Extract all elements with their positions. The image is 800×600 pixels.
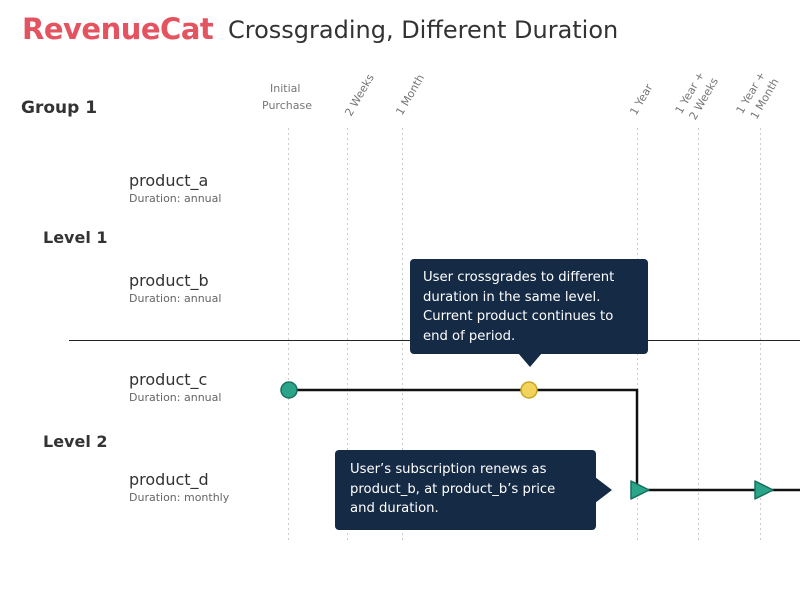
renewal-callout: User’s subscription renews as product_b,… [335,450,596,530]
tick-label-1-month: 1 Month [393,72,427,117]
tick-label-initial-purchase: Initial Purchase [262,82,312,112]
tick-label-1-year-1-month: 1 Year + 1 Month [734,66,783,123]
subscription-path [289,388,800,492]
product-name: product_d [129,470,209,489]
level-label-2: Level 2 [43,432,108,451]
product-row-b: product_b Duration: annual [129,271,221,307]
product-row-d: product_d Duration: monthly [129,470,229,506]
product-duration: Duration: annual [129,292,222,305]
crossgrade-callout: User crossgrades to different duration i… [410,259,648,354]
page-title: Crossgrading, Different Duration [228,16,619,44]
revenuecat-logo: RevenueCat [22,12,214,46]
product-row-a: product_a Duration: annual [129,171,221,207]
crossgrade-event-dot [520,381,538,399]
product-row-c: product_c Duration: annual [129,370,221,406]
tick-label-2-weeks: 2 Weeks [342,72,377,119]
renewal-play-icon [754,480,774,500]
product-duration: Duration: monthly [129,491,230,504]
tick-label-1-year-2-weeks: 1 Year + 2 Weeks [673,66,722,123]
product-name: product_a [129,171,209,190]
level-label-1: Level 1 [43,228,108,247]
group-label: Group 1 [21,98,98,118]
purchase-event-dot [280,381,298,399]
callout-pointer [595,477,612,503]
product-name: product_b [129,271,209,290]
product-name: product_c [129,370,208,389]
callout-pointer [518,353,542,367]
renewal-play-icon [630,480,650,500]
product-duration: Duration: annual [129,192,222,205]
tick-label-1-year: 1 Year [627,81,655,117]
product-duration: Duration: annual [129,391,222,404]
